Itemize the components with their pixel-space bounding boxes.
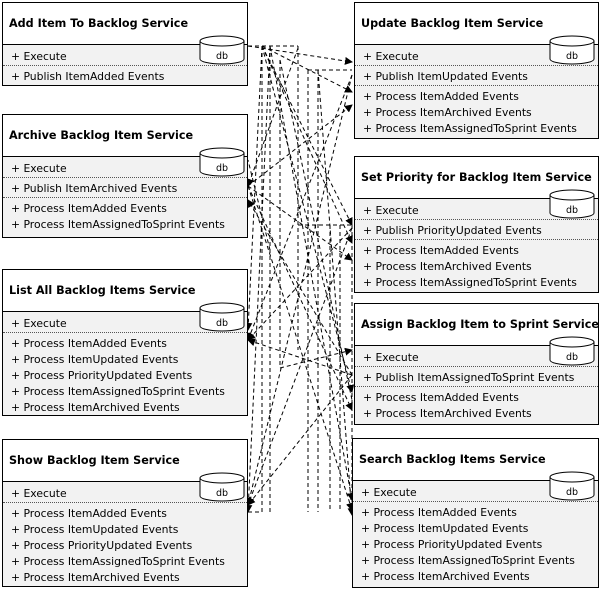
process-op: + Process ItemAdded Events [11, 507, 167, 520]
set-priority-service: Set Priority for Backlog Item Service db… [354, 156, 599, 293]
show-item-service: Show Backlog Item Service db + Execute +… [2, 439, 248, 587]
process-op: + Process ItemArchived Events [363, 106, 532, 119]
execute-op: + Execute [363, 351, 419, 364]
service-title: Show Backlog Item Service [9, 454, 180, 467]
process-op: + Process ItemAdded Events [363, 391, 519, 404]
database-icon: db [549, 471, 595, 501]
process-op: + Process ItemAssignedToSprint Events [11, 555, 225, 568]
execute-op: + Execute [11, 50, 67, 63]
database-label: db [566, 487, 578, 498]
process-op: + Process ItemAdded Events [363, 90, 519, 103]
publish-op: + Publish ItemAdded Events [11, 70, 165, 83]
database-label: db [566, 352, 578, 363]
publish-op: + Publish ItemAssignedToSprint Events [363, 371, 575, 384]
publish-op: + Publish ItemUpdated Events [363, 70, 528, 83]
publish-op: + Publish ItemArchived Events [11, 182, 178, 195]
update-item-service: Update Backlog Item Service db + Execute… [354, 2, 599, 139]
service-title: Search Backlog Items Service [359, 453, 546, 466]
process-op: + Process ItemAssignedToSprint Events [363, 122, 577, 135]
add-item-service: Add Item To Backlog Service db + Execute… [2, 2, 248, 86]
process-op: + Process PriorityUpdated Events [11, 539, 193, 552]
service-body: + Execute + Publish ItemUpdated Events +… [355, 44, 598, 138]
service-title: Set Priority for Backlog Item Service [361, 171, 592, 184]
service-title: Archive Backlog Item Service [9, 129, 194, 142]
process-op: + Process ItemArchived Events [363, 407, 532, 420]
execute-op: + Execute [363, 50, 419, 63]
process-op: + Process ItemUpdated Events [11, 353, 179, 366]
process-op: + Process ItemUpdated Events [361, 522, 529, 535]
process-op: + Process ItemAssignedToSprint Events [11, 218, 225, 231]
process-op: + Process ItemAssignedToSprint Events [361, 554, 575, 567]
database-icon: db [199, 302, 245, 332]
service-title: Add Item To Backlog Service [9, 17, 189, 30]
publish-op: + Publish PriorityUpdated Events [363, 224, 542, 237]
process-op: + Process ItemAdded Events [11, 337, 167, 350]
process-op: + Process PriorityUpdated Events [361, 538, 543, 551]
database-icon: db [549, 189, 595, 219]
service-title: Assign Backlog Item to Sprint Service [361, 318, 599, 331]
database-label: db [216, 488, 228, 499]
process-op: + Process ItemAdded Events [11, 202, 167, 215]
process-op: + Process PriorityUpdated Events [11, 369, 193, 382]
service-body: + Execute + Process ItemAdded Events + P… [3, 311, 247, 415]
database-label: db [216, 51, 228, 62]
database-icon: db [199, 35, 245, 65]
execute-op: + Execute [11, 162, 67, 175]
execute-op: + Execute [361, 486, 417, 499]
database-icon: db [549, 35, 595, 65]
process-op: + Process ItemArchived Events [361, 570, 530, 583]
process-op: + Process ItemAdded Events [363, 244, 519, 257]
process-op: + Process ItemAssignedToSprint Events [11, 385, 225, 398]
database-icon: db [199, 472, 245, 502]
process-op: + Process ItemAdded Events [361, 506, 517, 519]
service-title: List All Backlog Items Service [9, 284, 196, 297]
process-op: + Process ItemArchived Events [11, 401, 180, 414]
database-label: db [216, 163, 228, 174]
execute-op: + Execute [11, 487, 67, 500]
database-label: db [566, 51, 578, 62]
execute-op: + Execute [11, 317, 67, 330]
database-label: db [216, 318, 228, 329]
service-title: Update Backlog Item Service [361, 17, 544, 30]
assign-to-sprint-service: Assign Backlog Item to Sprint Service db… [354, 303, 599, 425]
service-body: + Execute + Publish ItemAdded Events [3, 44, 247, 85]
process-op: + Process ItemUpdated Events [11, 523, 179, 536]
database-label: db [566, 205, 578, 216]
process-op: + Process ItemArchived Events [363, 260, 532, 273]
database-icon: db [199, 147, 245, 177]
list-items-service: List All Backlog Items Service db + Exec… [2, 269, 248, 416]
archive-item-service: Archive Backlog Item Service db + Execut… [2, 114, 248, 238]
database-icon: db [549, 336, 595, 366]
execute-op: + Execute [363, 204, 419, 217]
process-op: + Process ItemAssignedToSprint Events [363, 276, 577, 289]
process-op: + Process ItemArchived Events [11, 571, 180, 584]
search-items-service: Search Backlog Items Service db + Execut… [352, 438, 599, 588]
